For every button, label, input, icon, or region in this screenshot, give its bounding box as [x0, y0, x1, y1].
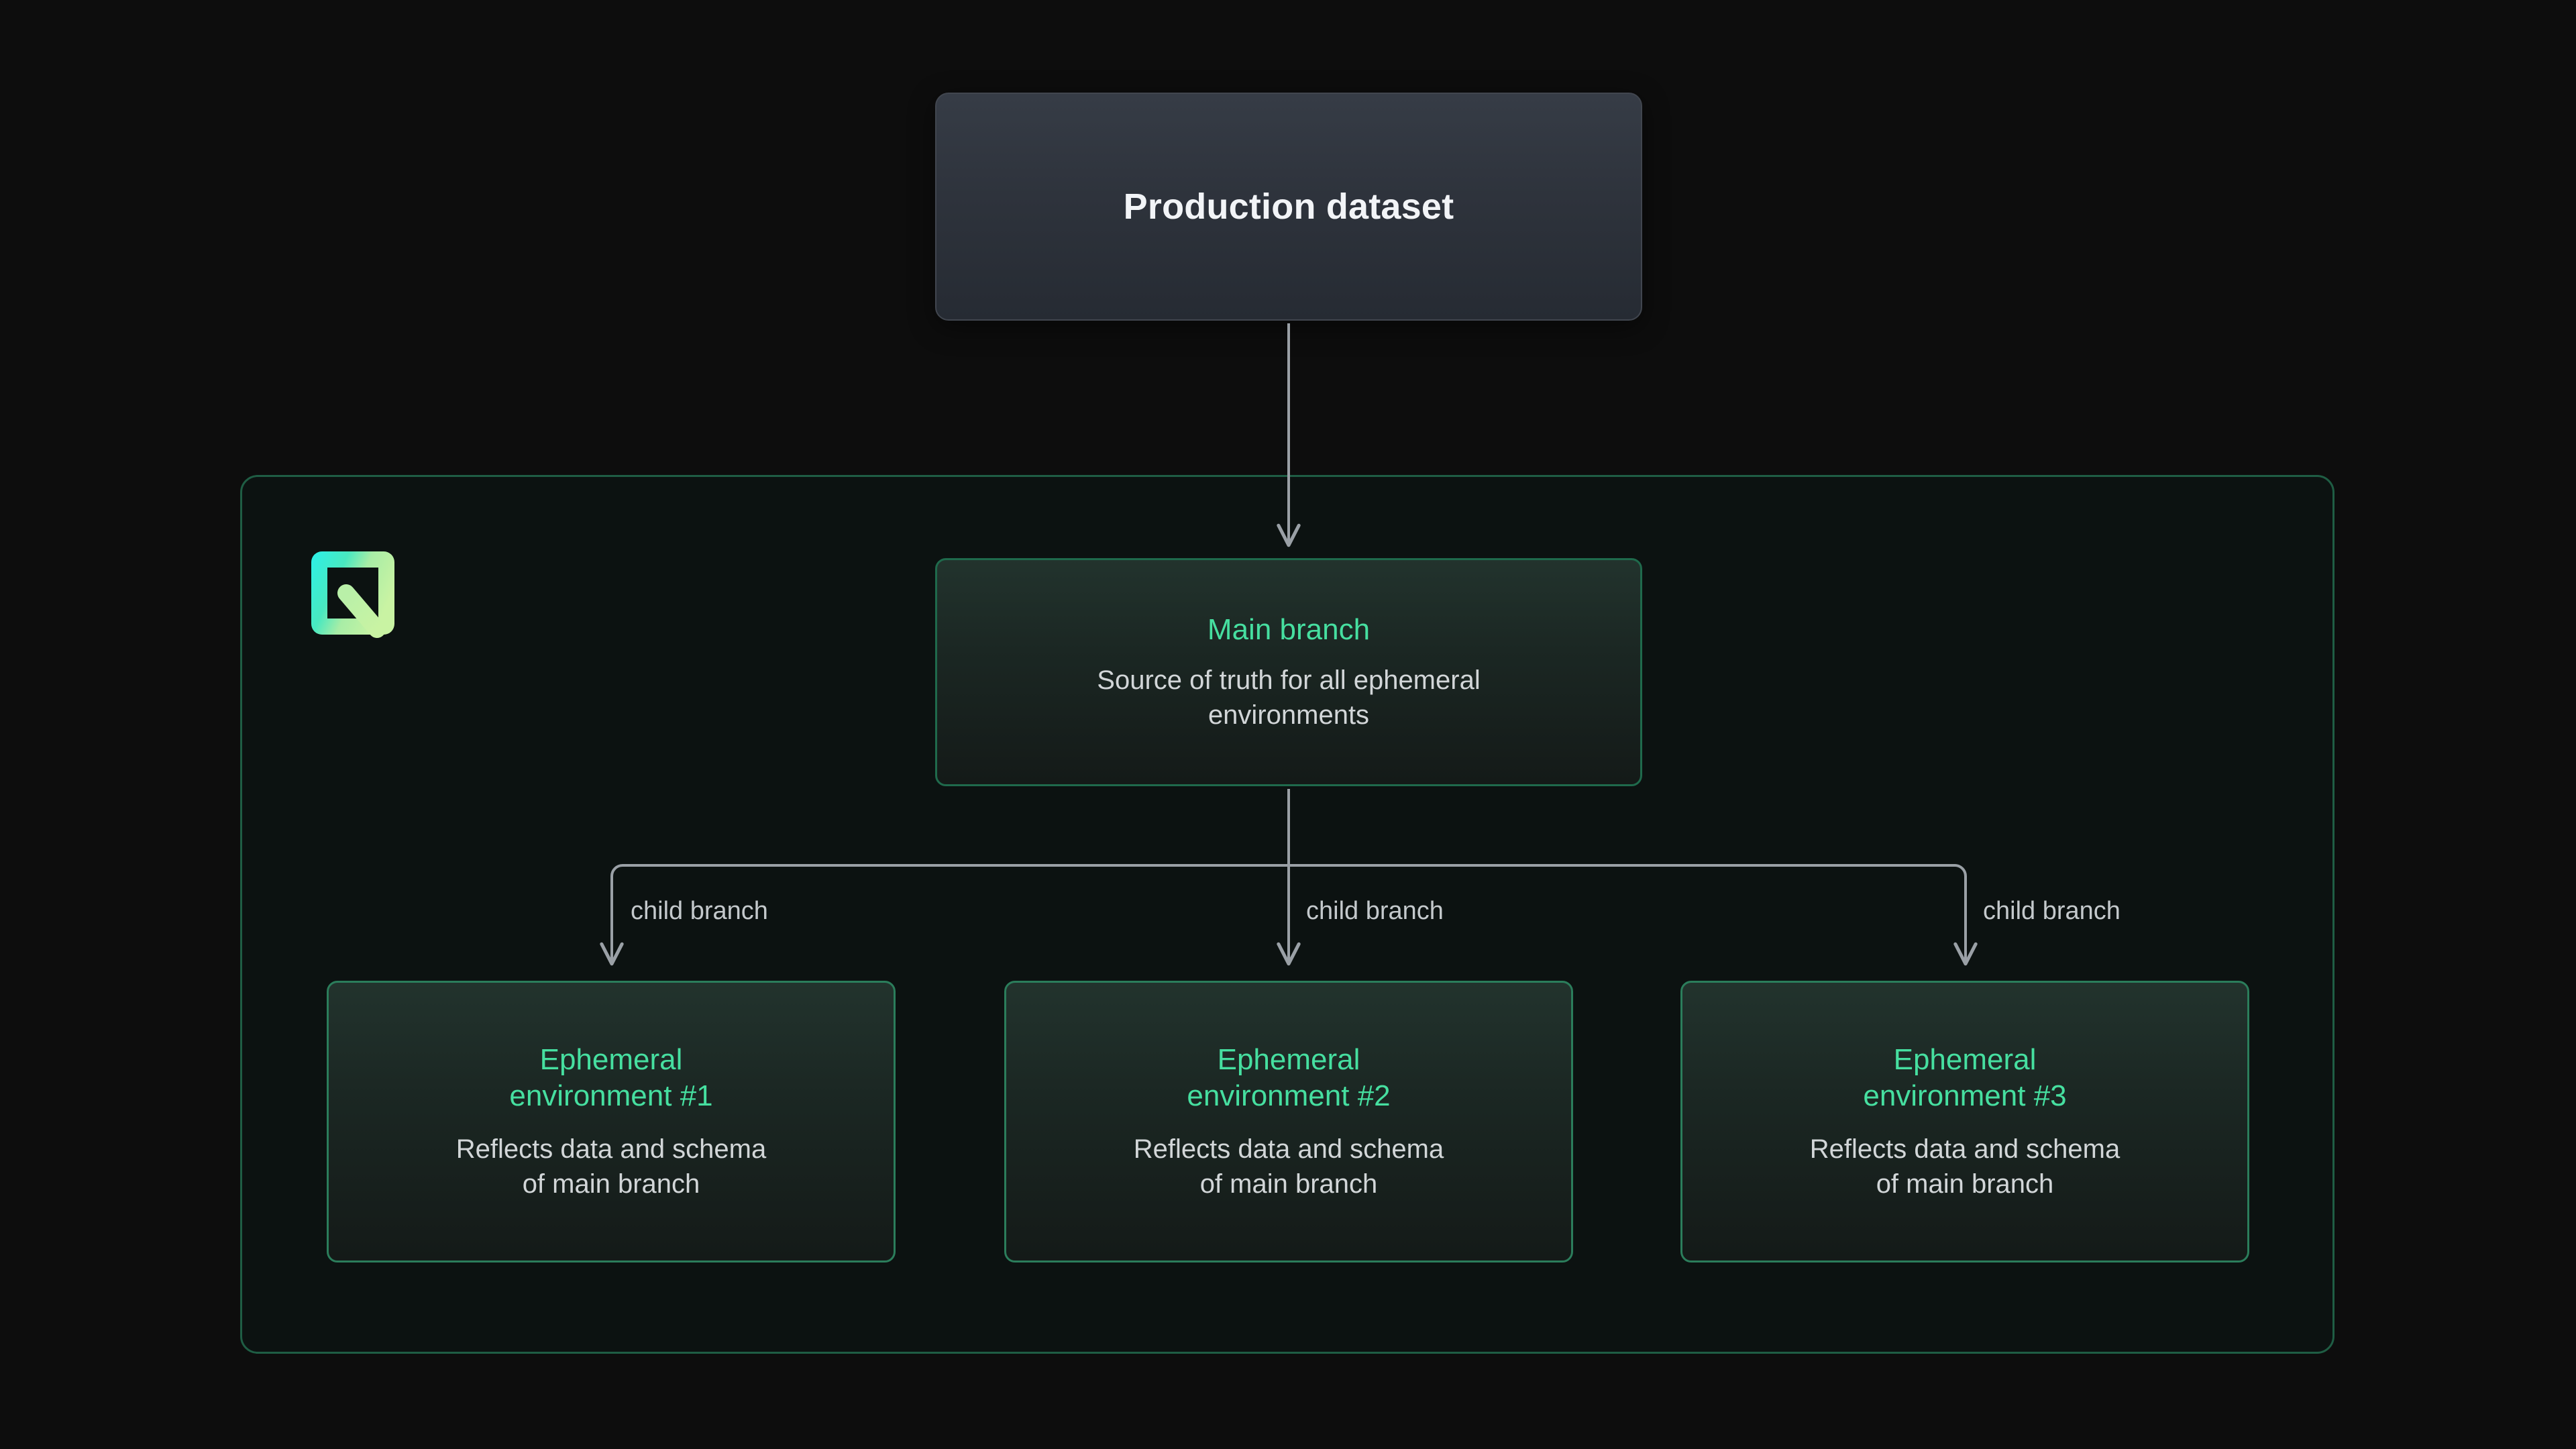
main-branch-subtitle: Source of truth for all ephemeral enviro…: [1097, 665, 1481, 730]
ephemeral-environment-subtitle-3: Reflects data and schema of main branch: [1809, 1134, 2121, 1199]
main-branch-node: Main branch Source of truth for all ephe…: [935, 558, 1642, 786]
neon-logo-icon: [303, 543, 402, 643]
production-dataset-title: Production dataset: [1123, 186, 1454, 227]
edge-label-child-branch-3: child branch: [1983, 897, 2121, 925]
edge-label-child-branch-1: child branch: [631, 897, 768, 925]
ephemeral-environment-node-2: Ephemeral environment #2 Reflects data a…: [1004, 981, 1573, 1263]
ephemeral-environment-node-1: Ephemeral environment #1 Reflects data a…: [327, 981, 896, 1263]
ephemeral-environment-title-1: Ephemeral environment #1: [509, 1043, 713, 1112]
ephemeral-environment-title-3: Ephemeral environment #3: [1863, 1043, 2067, 1112]
ephemeral-environment-title-2: Ephemeral environment #2: [1187, 1043, 1391, 1112]
ephemeral-environment-subtitle-1: Reflects data and schema of main branch: [455, 1134, 767, 1199]
edge-label-child-branch-2: child branch: [1306, 897, 1444, 925]
ephemeral-environment-subtitle-2: Reflects data and schema of main branch: [1133, 1134, 1444, 1199]
main-branch-title: Main branch: [1207, 613, 1371, 647]
ephemeral-environment-node-3: Ephemeral environment #3 Reflects data a…: [1680, 981, 2249, 1263]
production-dataset-node: Production dataset: [935, 93, 1642, 321]
